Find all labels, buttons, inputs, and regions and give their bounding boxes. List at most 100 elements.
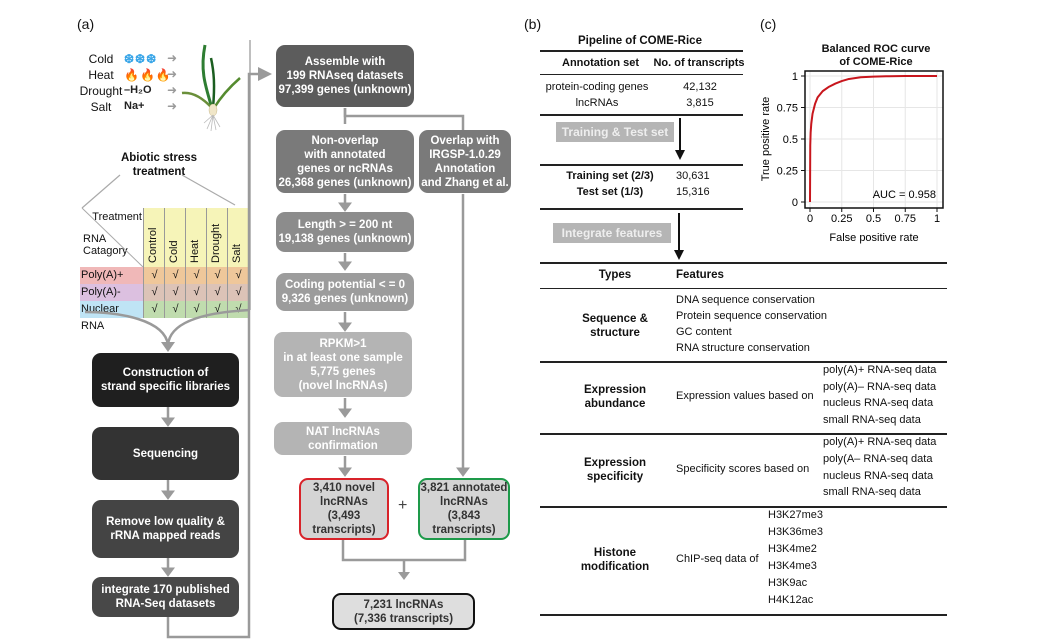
box-text: lncRNAs xyxy=(320,496,368,508)
treatment-header-label: Heat xyxy=(189,239,201,263)
treatment-header: Salt xyxy=(227,208,248,267)
feature-item: H3K27me3 xyxy=(768,509,824,521)
box-text: confirmation xyxy=(308,439,378,452)
feature-type-line: modification xyxy=(580,561,650,573)
box-text: lncRNAs xyxy=(440,496,488,508)
x-tick-label: 0.75 xyxy=(895,213,916,225)
transcript-count: 42,132 xyxy=(683,81,717,93)
box-text: 7,231 lncRNAs xyxy=(363,598,444,611)
treatment-header-label: Control xyxy=(147,227,159,263)
box-text: Construction of xyxy=(122,367,209,379)
x-axis-label: False positive rate xyxy=(829,232,918,244)
feature-type: Sequence &structure xyxy=(560,312,670,340)
feature-item: H3K36me3 xyxy=(768,526,824,538)
box-text: transcripts) xyxy=(432,524,496,536)
check-mark-icon: √ xyxy=(164,284,186,301)
stress-label: Cold xyxy=(88,52,114,66)
chart-title-line: Balanced ROC curve xyxy=(821,43,931,55)
feature-description: Specificity scores based on xyxy=(676,462,810,475)
feature-item: poly(A)– RNA-seq data xyxy=(823,380,937,393)
feature-item: poly(A)+ RNA-seq data xyxy=(823,364,937,376)
feature-item: H3K4me2 xyxy=(768,543,817,555)
check-mark-icon: √ xyxy=(185,301,207,318)
feature-item: nucleus RNA-seq data xyxy=(823,469,934,482)
pipeline-title: Pipeline of COME-Rice xyxy=(578,35,702,47)
check-mark-icon: √ xyxy=(164,301,186,318)
split-count: 30,631 xyxy=(676,170,710,182)
y-tick-label: 0 xyxy=(792,197,798,209)
treatment-header: Control xyxy=(143,208,164,267)
feature-item: poly(A)+ RNA-seq data xyxy=(823,436,937,448)
check-mark-icon: √ xyxy=(143,267,165,284)
rule xyxy=(540,50,743,52)
arrow-right-icon: ➜ xyxy=(167,67,178,81)
header-features: Features xyxy=(676,269,724,281)
box-text: 26,368 genes (unknown) xyxy=(278,176,412,189)
box-text: 3,821 annotated xyxy=(420,482,508,494)
box-text: Annotation xyxy=(434,162,496,175)
box-text: 97,399 genes (unknown) xyxy=(278,84,412,96)
treatment-header-label: Cold xyxy=(168,240,180,263)
header-annotation-set: Annotation set xyxy=(562,57,639,69)
salt-icon: Na+ xyxy=(124,100,145,112)
feature-type-line: specificity xyxy=(586,470,644,483)
check-mark-icon: √ xyxy=(227,284,249,301)
box-text: (7,336 transcripts) xyxy=(353,612,454,625)
box-text: Remove low quality & xyxy=(106,516,225,528)
feature-item: GC content xyxy=(676,326,732,338)
split-set-name: Training set (2/3) xyxy=(566,170,654,182)
panel-a-label: (a) xyxy=(77,16,95,32)
library-construction-box: Construction of strand specific libraries xyxy=(92,353,239,407)
box-text: 5,775 genes xyxy=(310,365,376,378)
check-mark-icon: √ xyxy=(143,301,165,318)
header-no-transcripts: No. of transcripts xyxy=(653,57,745,69)
box-text: with annotated xyxy=(304,148,386,161)
box-text: and Zhang et al. xyxy=(421,176,509,189)
feature-item: DNA sequence conservation xyxy=(676,294,815,306)
plot-frame xyxy=(804,70,944,209)
box-text: Sequencing xyxy=(132,447,199,460)
stress-label: Salt xyxy=(90,100,112,114)
rule xyxy=(540,114,743,116)
corner-bottom-label: RNA xyxy=(83,233,107,245)
feature-type-line: Expression xyxy=(584,384,646,396)
box-text: Assemble with xyxy=(304,56,386,68)
auc-annotation: AUC = 0.958 xyxy=(873,189,936,201)
check-mark-icon: √ xyxy=(227,301,249,318)
feature-item: small RNA-seq data xyxy=(823,486,921,499)
arrow-right-icon: ➜ xyxy=(167,99,178,113)
abiotic-stress-label: Abiotic stress treatment xyxy=(120,152,198,178)
check-mark-icon: √ xyxy=(206,301,228,318)
chart-title: Balanced ROC curve of COME-Rice xyxy=(806,43,946,69)
check-mark-icon: √ xyxy=(227,267,249,284)
box-text: Overlap with xyxy=(430,134,500,147)
check-mark-icon: √ xyxy=(185,267,207,284)
box-text: Coding potential < = 0 xyxy=(284,279,406,291)
transcript-count: 3,815 xyxy=(686,97,714,109)
feature-type-line: Expression xyxy=(584,456,646,469)
arrow-right-icon: ➜ xyxy=(167,51,178,65)
y-tick-label: 0.5 xyxy=(783,134,798,146)
integrate-features-step: Integrate features xyxy=(553,223,671,243)
box-text: IRGSP-1.0.29 xyxy=(429,148,501,161)
panel-b-label: (b) xyxy=(524,16,542,32)
box-text: 19,138 genes (unknown) xyxy=(278,233,412,245)
box-text: RNA-Seq datasets xyxy=(115,598,216,610)
box-text: integrate 170 published xyxy=(101,584,230,596)
box-text: strand specific libraries xyxy=(100,381,231,393)
feature-item: H3K4me3 xyxy=(768,560,817,572)
check-mark-icon: √ xyxy=(164,267,186,284)
box-text: RPKM>1 xyxy=(319,337,367,350)
split-count: 15,316 xyxy=(676,186,710,198)
treatment-header-label: Salt xyxy=(231,244,243,263)
training-test-step: Training & Test set xyxy=(556,122,674,142)
treatment-header: Heat xyxy=(185,208,206,267)
